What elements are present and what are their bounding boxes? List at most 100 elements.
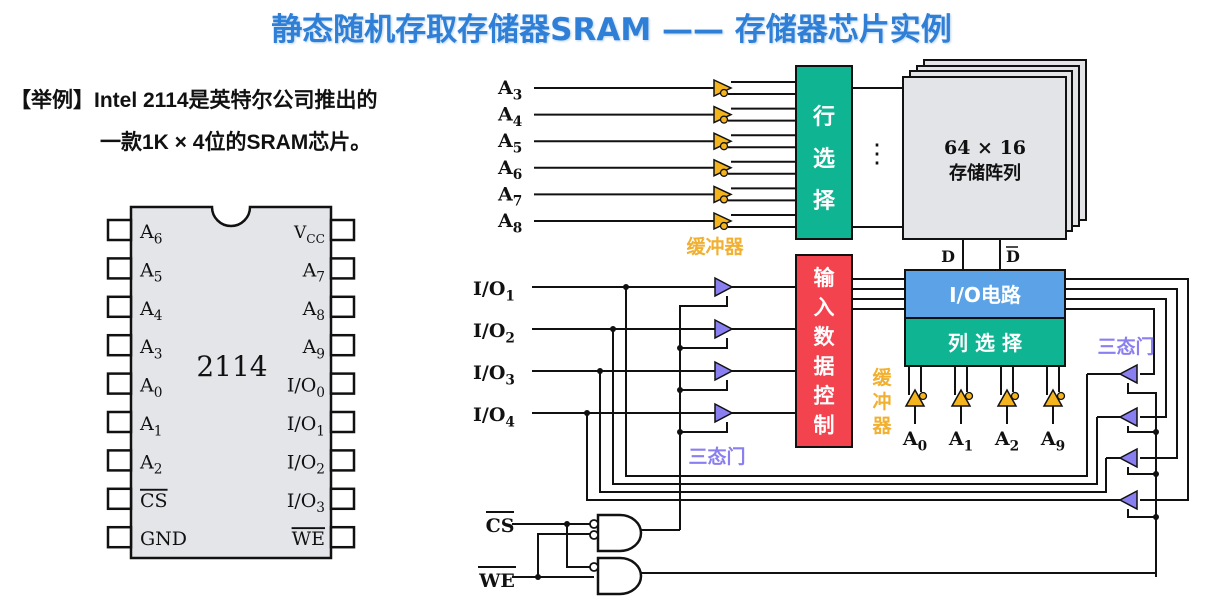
row-select-char: 行 bbox=[812, 104, 835, 130]
chip-pin-label-left: A3 bbox=[139, 336, 162, 362]
we-input-label: WE bbox=[478, 566, 516, 592]
row-select-block: 行选择 bbox=[795, 65, 853, 240]
inverter-bubble-icon bbox=[719, 168, 729, 177]
input-control-char: 据 bbox=[814, 355, 835, 379]
row-select-char: 选 bbox=[813, 147, 835, 172]
cs-input-label: CS bbox=[486, 511, 515, 537]
inverter-bubble-icon bbox=[1010, 391, 1020, 401]
chip-pin-label-right: I/O3 bbox=[287, 490, 325, 516]
column-buffer-label-char: 器 bbox=[871, 415, 892, 437]
row-address-label: A5 bbox=[497, 130, 522, 156]
tristate-gate-icon bbox=[714, 402, 734, 424]
column-buffer-label-char: 冲 bbox=[872, 390, 891, 413]
inverter-bubble-icon bbox=[719, 88, 729, 98]
chip-pin-label-right: I/O2 bbox=[287, 451, 325, 477]
tristate-gate-icon bbox=[1118, 363, 1138, 385]
column-select-block: 列 选 择 bbox=[904, 317, 1066, 367]
and-gate-write bbox=[589, 556, 643, 596]
page-title: 静态随机存取存储器SRAM —— 存储器芯片实例 bbox=[271, 12, 952, 48]
chip-pin bbox=[106, 449, 133, 472]
input-control-char: 数 bbox=[814, 325, 836, 349]
chip-pin-label-right: A7 bbox=[302, 259, 325, 285]
array-size: 64 × 16 bbox=[944, 137, 1026, 159]
chip-pin bbox=[329, 372, 356, 395]
row-address-label: A3 bbox=[497, 77, 522, 103]
row-address-label: A4 bbox=[497, 104, 522, 130]
column-address-inputs: A0 A1 A2 A9 bbox=[902, 428, 1065, 454]
column-address-label: A2 bbox=[994, 428, 1019, 454]
chip-pin bbox=[106, 372, 133, 395]
row-address-label: A8 bbox=[497, 210, 522, 236]
chip-pin bbox=[329, 295, 356, 319]
tristate-gate-icon bbox=[1118, 406, 1138, 428]
chip-body bbox=[129, 205, 333, 560]
io-input-label: I/O1 bbox=[473, 278, 515, 304]
tristate-gate-icon bbox=[1118, 489, 1138, 511]
column-address-label: A1 bbox=[948, 428, 973, 454]
chip-pin-label-right: I/O1 bbox=[287, 413, 325, 439]
column-buffer-label: 缓冲器 bbox=[871, 366, 892, 437]
d-label: D bbox=[941, 247, 955, 266]
chip-pin bbox=[106, 257, 133, 280]
junction-dots bbox=[535, 284, 1159, 580]
chip-pin bbox=[106, 525, 133, 549]
svg-text:CS: CS bbox=[486, 515, 515, 537]
chip-pin-label-left: GND bbox=[140, 528, 187, 550]
inverter-bubble-icon bbox=[719, 221, 729, 231]
column-address-label: A0 bbox=[902, 428, 927, 454]
memory-array-stack: 64 × 16 存储阵列 bbox=[902, 59, 1087, 240]
intro-line-1: 【举例】Intel 2114是英特尔公司推出的 bbox=[10, 89, 378, 112]
chip-pin bbox=[329, 218, 356, 242]
chip-pin bbox=[329, 449, 356, 472]
io-inputs: I/O1I/O2I/O3I/O4 bbox=[473, 278, 515, 430]
row-address-label: A7 bbox=[497, 183, 522, 209]
chip-pin bbox=[329, 487, 356, 511]
input-control-char: 入 bbox=[814, 296, 835, 320]
input-control-char: 输 bbox=[814, 266, 836, 290]
chip-pin-label-left: A6 bbox=[139, 221, 162, 247]
chip-pin bbox=[329, 257, 356, 280]
and-gate-read bbox=[589, 513, 643, 553]
column-buffer-label-char: 缓 bbox=[872, 366, 892, 389]
chip-pin bbox=[329, 410, 356, 434]
chip-pin-label-left: A0 bbox=[139, 375, 162, 401]
tristate-gates-left bbox=[714, 276, 734, 424]
column-address-label: A9 bbox=[1040, 428, 1065, 454]
row-buffer-label: 缓冲器 bbox=[686, 235, 744, 258]
array-label: 存储阵列 bbox=[949, 162, 1021, 184]
tristate-gate-icon bbox=[714, 360, 734, 382]
ellipsis-vertical: ⋮ bbox=[864, 139, 890, 169]
inverter-bubble-icon bbox=[719, 142, 729, 151]
chip-pin bbox=[106, 487, 133, 511]
chip-pin-label-left: A2 bbox=[139, 451, 162, 477]
chip-name: 2114 bbox=[196, 350, 267, 383]
io-input-label: I/O3 bbox=[473, 362, 515, 388]
chip-pin bbox=[329, 333, 356, 357]
chip-pin-label-right: VCC bbox=[293, 223, 325, 246]
tristate-gates-right bbox=[1118, 363, 1138, 511]
chip-pin bbox=[106, 410, 133, 434]
svg-text:I/O电路: I/O电路 bbox=[949, 283, 1022, 307]
intro-line-2: 一款1K × 4位的SRAM芯片。 bbox=[100, 131, 372, 154]
chip-pin bbox=[106, 333, 133, 357]
chip-pin-label-right: A8 bbox=[302, 298, 325, 324]
row-address-label: A6 bbox=[497, 157, 522, 183]
io-input-label: I/O2 bbox=[473, 320, 515, 346]
d-bar-label: D bbox=[1006, 246, 1020, 266]
tristate-label-right: 三态门 bbox=[1097, 335, 1154, 358]
svg-text:列 选 择: 列 选 择 bbox=[948, 331, 1023, 355]
inverter-bubble-icon bbox=[1056, 391, 1066, 401]
io-circuit-block: I/O电路 bbox=[904, 269, 1066, 319]
inverter-bubble-icon bbox=[719, 195, 729, 204]
io-input-label: I/O4 bbox=[473, 404, 515, 430]
wires bbox=[512, 87, 1189, 578]
inverter-bubble-icon bbox=[964, 391, 974, 401]
svg-text:D: D bbox=[1006, 247, 1020, 266]
input-control-char: 控 bbox=[814, 384, 835, 408]
